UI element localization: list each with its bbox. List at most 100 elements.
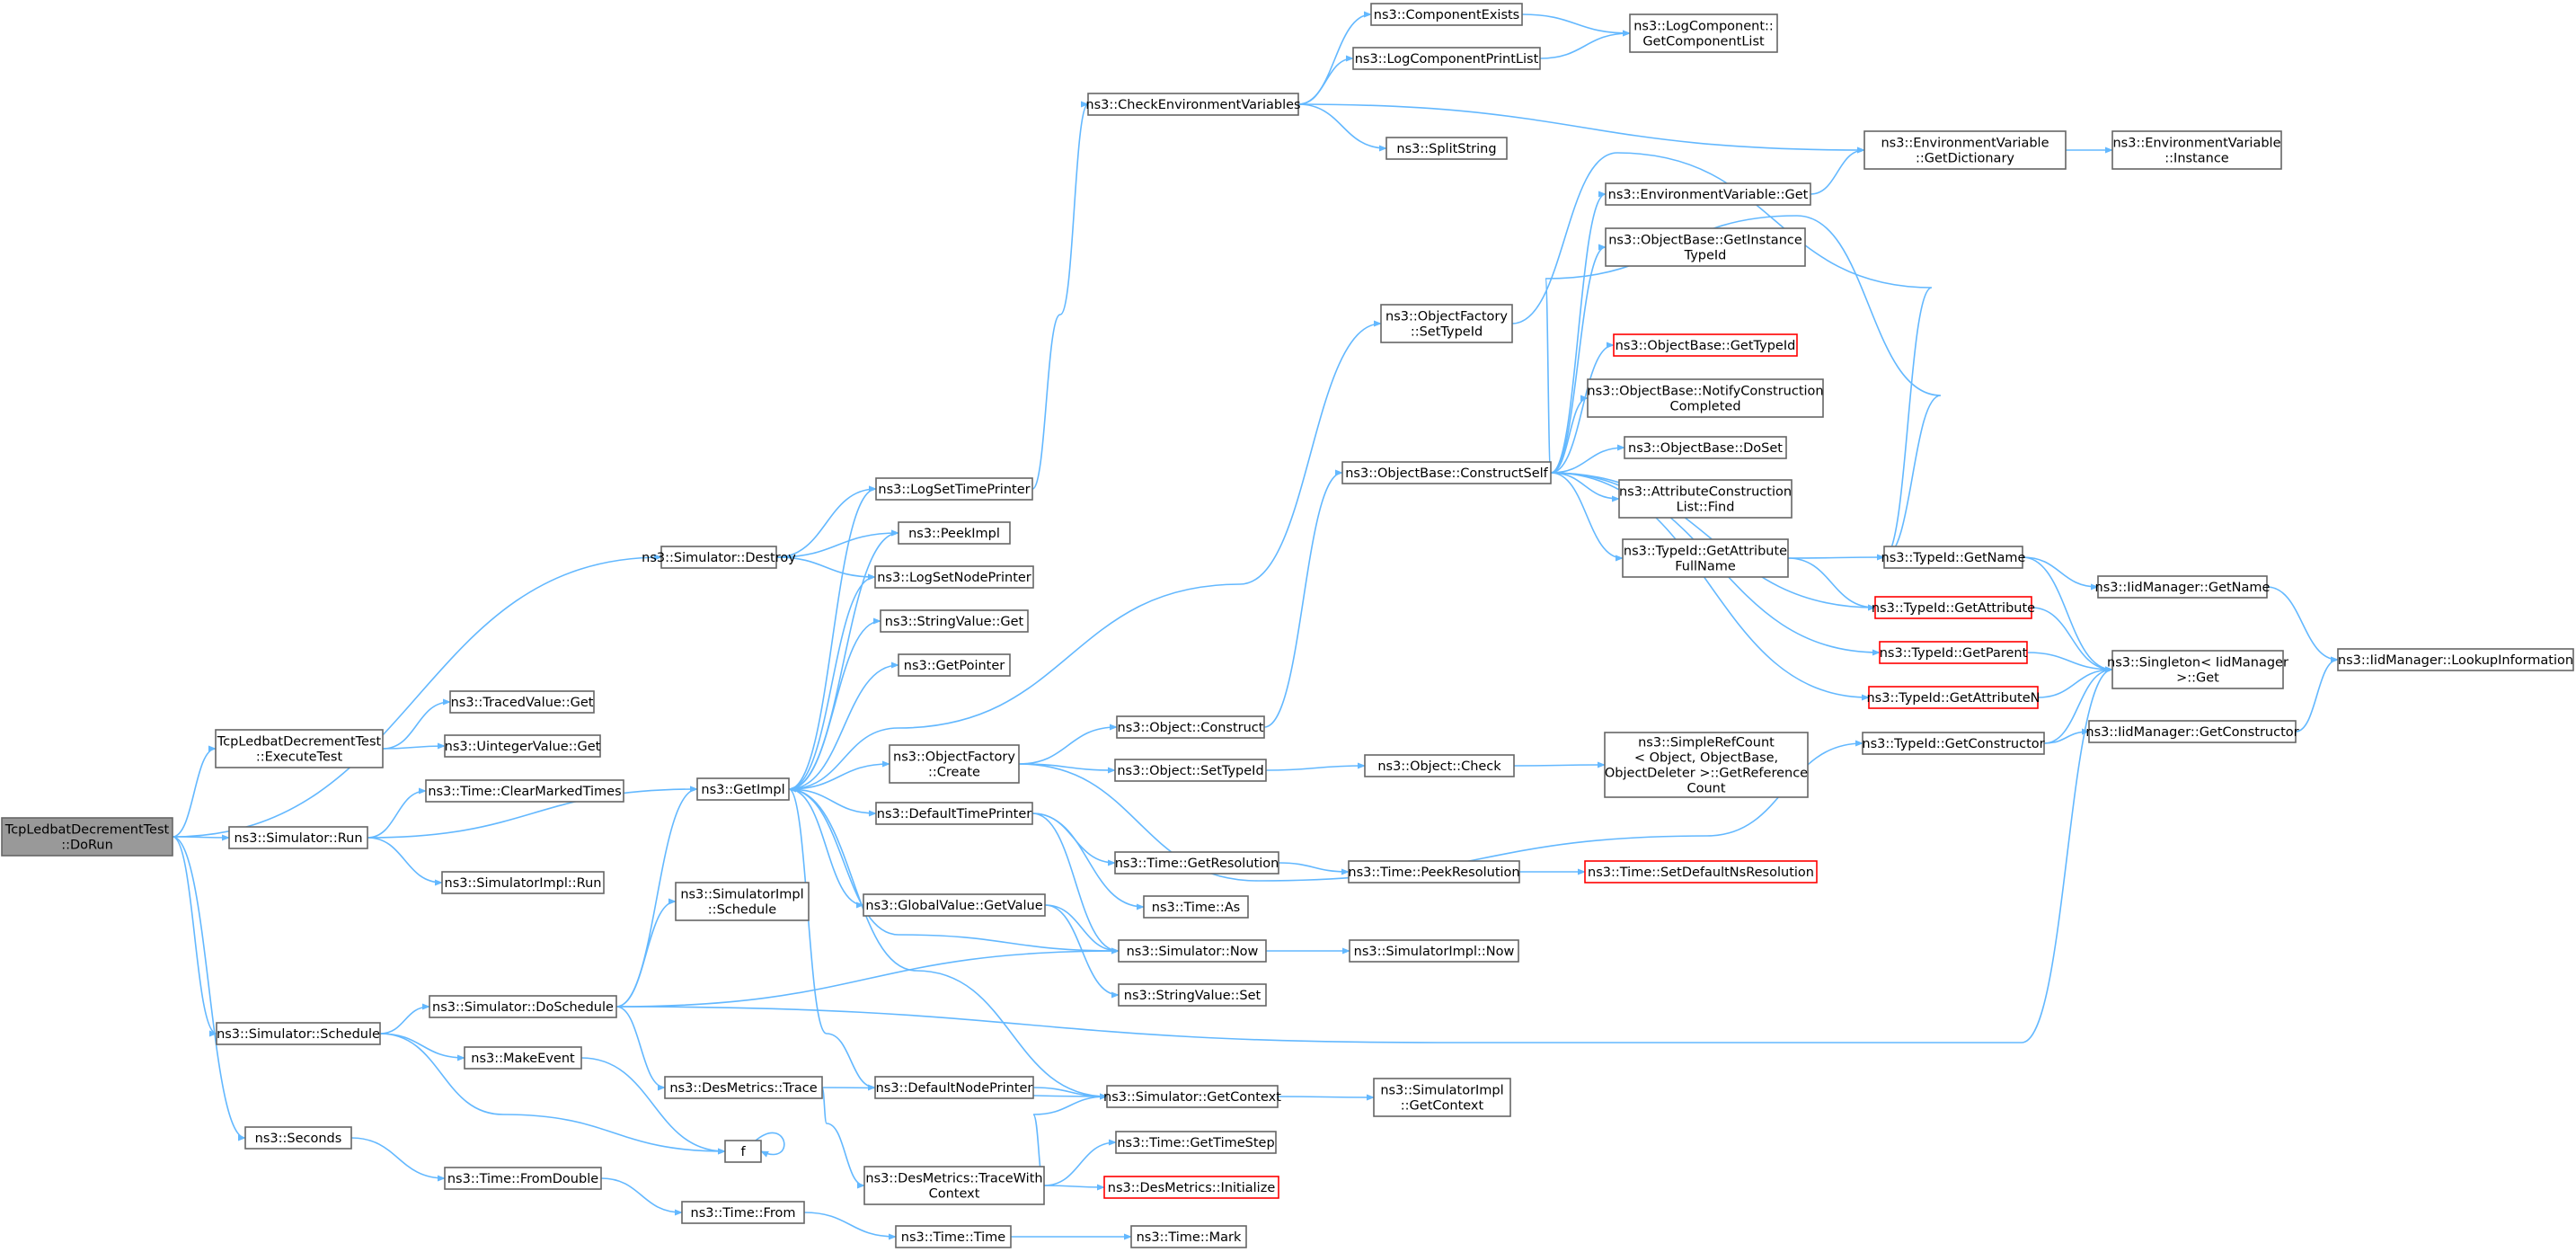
node-sim_run[interactable]: ns3::Simulator::Run bbox=[228, 826, 368, 849]
node-time_getresolution[interactable]: ns3::Time::GetResolution bbox=[1114, 851, 1279, 875]
node-splitstring[interactable]: ns3::SplitString bbox=[1385, 137, 1508, 160]
node-objectbase_doset[interactable]: ns3::ObjectBase::DoSet bbox=[1624, 436, 1787, 459]
node-label: List::Find bbox=[1677, 500, 1735, 514]
node-singleton_get[interactable]: ns3::Singleton< IidManager >::Get bbox=[2107, 650, 2288, 689]
node-box bbox=[898, 521, 1011, 545]
node-box bbox=[1143, 895, 1249, 919]
node-iidmanager_lookup[interactable]: ns3::IidManager::LookupInformation bbox=[2337, 648, 2574, 671]
node-label: ns3::Object::Construct bbox=[1118, 721, 1264, 735]
node-execute[interactable]: TcpLedbatDecrementTest::ExecuteTest bbox=[215, 729, 384, 768]
edge-root-to-execute bbox=[172, 745, 217, 838]
node-object_check[interactable]: ns3::Object::Check bbox=[1364, 754, 1515, 777]
node-fromdouble[interactable]: ns3::Time::FromDouble bbox=[444, 1167, 602, 1190]
node-logsetnodeprinter[interactable]: ns3::LogSetNodePrinter bbox=[874, 565, 1034, 589]
node-typeid_getparent[interactable]: ns3::TypeId::GetParent bbox=[1879, 641, 2028, 664]
node-sim_now[interactable]: ns3::Simulator::Now bbox=[1118, 939, 1267, 963]
node-typeid_getconstructor[interactable]: ns3::TypeId::GetConstructor bbox=[1862, 732, 2045, 755]
node-getpointer[interactable]: ns3::GetPointer bbox=[898, 653, 1011, 677]
node-object_construct[interactable]: ns3::Object::Construct bbox=[1116, 715, 1265, 739]
node-label: ::GetDictionary bbox=[1916, 151, 2014, 165]
node-object_settypeid[interactable]: ns3::Object::SetTypeId bbox=[1114, 759, 1267, 782]
node-box bbox=[874, 1076, 1034, 1099]
node-box bbox=[880, 609, 1029, 633]
node-box bbox=[244, 1126, 352, 1150]
node-label: ns3::Seconds bbox=[255, 1132, 342, 1146]
node-traced_get[interactable]: ns3::TracedValue::Get bbox=[449, 690, 595, 714]
node-objfactory_settypeid[interactable]: ns3::ObjectFactory::SetTypeId bbox=[1380, 304, 1513, 343]
edge-constructself-to-envvar_get bbox=[1550, 191, 1607, 474]
node-label: ::DoRun bbox=[61, 838, 113, 852]
node-label: ns3::SimulatorImpl::Run bbox=[445, 876, 602, 891]
node-time_from[interactable]: ns3::Time::From bbox=[681, 1201, 805, 1224]
node-envvar_getdict[interactable]: ns3::EnvironmentVariable::GetDictionary bbox=[1863, 130, 2067, 170]
node-checkenv[interactable]: ns3::CheckEnvironmentVariables bbox=[1085, 93, 1301, 116]
node-logcomponentprintlist[interactable]: ns3::LogComponentPrintList bbox=[1352, 47, 1541, 70]
node-label: ns3::PeekImpl bbox=[908, 527, 1000, 541]
node-logsettimeprinter[interactable]: ns3::LogSetTimePrinter bbox=[875, 477, 1033, 501]
node-notifyconstruction[interactable]: ns3::ObjectBase::NotifyConstructionCompl… bbox=[1587, 378, 1824, 418]
node-stringvalue_get[interactable]: ns3::StringValue::Get bbox=[880, 609, 1029, 633]
edge-checkenv-to-envvar_getdict bbox=[1297, 103, 1865, 154]
edge-doschedule-to-desmetrics_trace bbox=[615, 1006, 666, 1091]
node-getcomponentlist[interactable]: ns3::LogComponent::GetComponentList bbox=[1629, 13, 1778, 53]
node-envvar_get[interactable]: ns3::EnvironmentVariable::Get bbox=[1605, 182, 1811, 206]
node-defaultnodeprinter[interactable]: ns3::DefaultNodePrinter bbox=[874, 1076, 1034, 1099]
node-getimpl[interactable]: ns3::GetImpl bbox=[696, 777, 790, 801]
node-box bbox=[1874, 596, 2032, 619]
node-uint_get[interactable]: ns3::UintegerValue::Get bbox=[444, 734, 601, 758]
node-makeevent[interactable]: ns3::MakeEvent bbox=[464, 1046, 582, 1070]
node-time_gettimestep[interactable]: ns3::Time::GetTimeStep bbox=[1115, 1131, 1277, 1154]
node-objfactory_create[interactable]: ns3::ObjectFactory::Create bbox=[889, 744, 1020, 784]
node-label: ns3::StringValue::Set bbox=[1124, 989, 1261, 1003]
node-sim_destroy[interactable]: ns3::Simulator::Destroy bbox=[642, 546, 796, 569]
node-time_as[interactable]: ns3::Time::As bbox=[1143, 895, 1249, 919]
node-sim_schedule[interactable]: ns3::Simulator::Schedule bbox=[216, 1022, 381, 1045]
node-doschedule[interactable]: ns3::Simulator::DoSchedule bbox=[429, 995, 617, 1018]
edge-fromdouble-to-time_from bbox=[600, 1177, 683, 1216]
node-simimpl_run[interactable]: ns3::SimulatorImpl::Run bbox=[441, 871, 605, 894]
node-clear_marked[interactable]: ns3::Time::ClearMarkedTimes bbox=[425, 779, 624, 803]
node-seconds[interactable]: ns3::Seconds bbox=[244, 1126, 352, 1150]
node-peekimpl[interactable]: ns3::PeekImpl bbox=[898, 521, 1011, 545]
node-typeid_getattribute[interactable]: ns3::TypeId::GetAttribute bbox=[1872, 596, 2035, 619]
node-box bbox=[874, 565, 1034, 589]
node-typeid_getname[interactable]: ns3::TypeId::GetName bbox=[1881, 546, 2026, 569]
node-envvar_instance[interactable]: ns3::EnvironmentVariable::Instance bbox=[2111, 130, 2282, 170]
edge-root-to-seconds bbox=[172, 836, 246, 1141]
node-time_mark[interactable]: ns3::Time::Mark bbox=[1130, 1225, 1247, 1248]
node-globalvalue_getvalue[interactable]: ns3::GlobalValue::GetValue bbox=[863, 893, 1046, 917]
edge-execute-to-uint_get bbox=[382, 742, 446, 750]
node-time_peekresolution[interactable]: ns3::Time::PeekResolution bbox=[1348, 860, 1520, 884]
node-time_time[interactable]: ns3::Time::Time bbox=[895, 1225, 1012, 1248]
node-root[interactable]: TcpLedbatDecrementTest::DoRun bbox=[1, 817, 173, 857]
node-desmetrics_trace[interactable]: ns3::DesMetrics::Trace bbox=[664, 1076, 823, 1099]
node-objectbase_gettypeid[interactable]: ns3::ObjectBase::GetTypeId bbox=[1613, 333, 1798, 357]
node-box bbox=[863, 1166, 1045, 1205]
node-desmetrics_initialize[interactable]: ns3::DesMetrics::Initialize bbox=[1103, 1176, 1279, 1199]
edge-checkenv-to-splitstring bbox=[1297, 103, 1387, 152]
node-label: ObjectDeleter >::GetReference bbox=[1605, 766, 1808, 780]
node-box bbox=[1380, 304, 1513, 343]
node-stringvalue_set[interactable]: ns3::StringValue::Set bbox=[1118, 983, 1267, 1007]
node-iidmanager_getconstructor[interactable]: ns3::IidManager::GetConstructor bbox=[2085, 720, 2299, 743]
node-simimpl_now[interactable]: ns3::SimulatorImpl::Now bbox=[1349, 939, 1519, 963]
node-constructself[interactable]: ns3::ObjectBase::ConstructSelf bbox=[1341, 461, 1552, 484]
node-label: ns3::Time::PeekResolution bbox=[1348, 866, 1519, 880]
node-box bbox=[429, 995, 617, 1018]
node-box bbox=[1349, 939, 1519, 963]
node-typeid_getattributen[interactable]: ns3::TypeId::GetAttributeN bbox=[1866, 686, 2040, 709]
node-componentexists[interactable]: ns3::ComponentExists bbox=[1370, 3, 1523, 26]
node-simplerefcount[interactable]: ns3::SimpleRefCount< Object, ObjectBase,… bbox=[1604, 732, 1809, 798]
node-box bbox=[1613, 333, 1798, 357]
node-iidmanager_getname[interactable]: ns3::IidManager::GetName bbox=[2095, 575, 2271, 599]
node-defaulttimeprinter[interactable]: ns3::DefaultTimePrinter bbox=[875, 802, 1033, 825]
node-sim_getcontext[interactable]: ns3::Simulator::GetContext bbox=[1103, 1085, 1281, 1108]
node-f[interactable]: f bbox=[724, 1140, 762, 1163]
node-time_setdefaultns[interactable]: ns3::Time::SetDefaultNsResolution bbox=[1584, 860, 1818, 884]
node-simimpl_getcontext[interactable]: ns3::SimulatorImpl::GetContext bbox=[1373, 1078, 1511, 1117]
node-simimpl_schedule[interactable]: ns3::SimulatorImpl::Schedule bbox=[675, 882, 810, 921]
